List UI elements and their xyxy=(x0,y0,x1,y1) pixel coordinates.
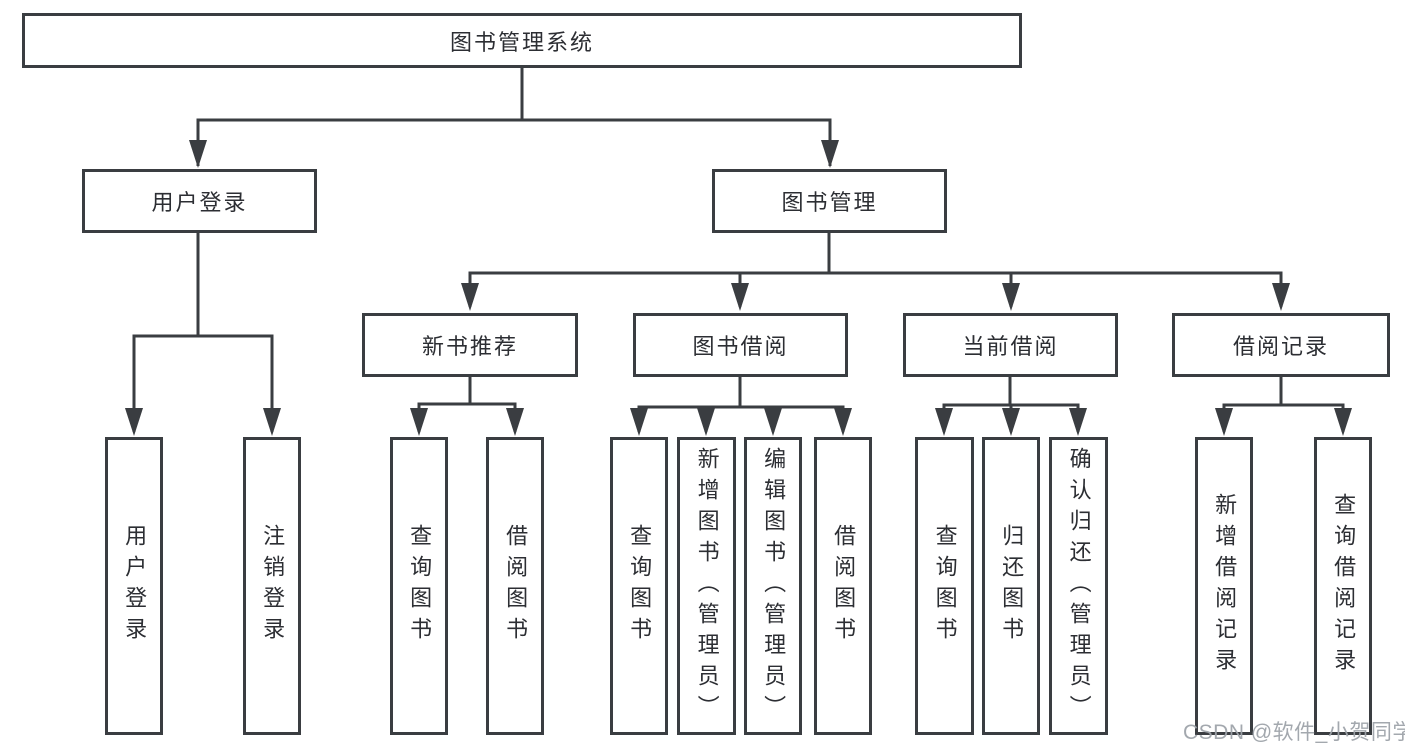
node-label: 用户登录 xyxy=(151,190,248,215)
leaf-query-books-borrowing: 查询图书 xyxy=(610,437,668,735)
leaf-confirm-return-admin: 确认归还（管理员） xyxy=(1049,437,1108,735)
node-book-management: 图书管理 xyxy=(712,169,947,233)
edge-borrowing-records-to-leaves xyxy=(1215,377,1352,436)
edge-root-to-level1 xyxy=(189,68,839,168)
leaf-label: 新增借阅记录 xyxy=(1212,493,1238,679)
edge-new-book-recommendation-to-leaves xyxy=(410,377,524,436)
leaf-label: 借阅图书 xyxy=(831,524,857,648)
leaf-query-borrow-record: 查询借阅记录 xyxy=(1314,437,1372,735)
node-new-book-recommendation: 新书推荐 xyxy=(362,313,578,377)
leaf-logout: 注销登录 xyxy=(243,437,301,735)
leaf-label: 新增图书（管理员） xyxy=(694,446,720,726)
edge-current-borrowing-to-leaves xyxy=(935,377,1087,436)
leaf-borrow-books-borrowing: 借阅图书 xyxy=(814,437,872,735)
leaf-label: 借阅图书 xyxy=(503,524,529,648)
node-label: 当前借阅 xyxy=(962,334,1059,359)
leaf-label: 查询图书 xyxy=(932,524,958,648)
leaf-return-books: 归还图书 xyxy=(982,437,1040,735)
node-label: 图书管理系统 xyxy=(449,29,594,55)
leaf-add-book-admin: 新增图书（管理员） xyxy=(677,437,736,735)
leaf-label: 查询图书 xyxy=(407,524,433,648)
node-current-borrowing: 当前借阅 xyxy=(903,313,1118,377)
leaf-user-login-action: 用户登录 xyxy=(105,437,163,735)
leaf-edit-book-admin: 编辑图书（管理员） xyxy=(744,437,802,735)
edge-book-borrowing-to-leaves xyxy=(630,377,852,436)
node-borrowing-records: 借阅记录 xyxy=(1172,313,1390,377)
watermark-csdn: CSDN @软件_小贺同学 xyxy=(1183,721,1405,744)
node-user-login: 用户登录 xyxy=(82,169,317,233)
leaf-label: 注销登录 xyxy=(260,524,286,648)
node-label: 借阅记录 xyxy=(1232,334,1329,359)
node-label: 图书借阅 xyxy=(692,334,789,359)
edge-user-login-to-leaves xyxy=(125,233,281,436)
leaf-borrow-books-recommend: 借阅图书 xyxy=(486,437,544,735)
leaf-label: 归还图书 xyxy=(999,524,1025,648)
leaf-query-books-recommend: 查询图书 xyxy=(390,437,448,735)
node-library-management-system: 图书管理系统 xyxy=(22,13,1022,68)
leaf-label: 编辑图书（管理员） xyxy=(761,446,787,726)
leaf-label: 用户登录 xyxy=(122,524,148,648)
node-label: 图书管理 xyxy=(781,190,878,215)
node-book-borrowing: 图书借阅 xyxy=(633,313,848,377)
leaf-label: 查询借阅记录 xyxy=(1331,493,1357,679)
leaf-label: 查询图书 xyxy=(627,524,653,648)
leaf-add-borrow-record: 新增借阅记录 xyxy=(1195,437,1253,735)
edge-book-management-to-level2 xyxy=(461,233,1290,311)
node-label: 新书推荐 xyxy=(421,334,518,359)
leaf-label: 确认归还（管理员） xyxy=(1066,446,1092,726)
leaf-query-books-current: 查询图书 xyxy=(915,437,974,735)
